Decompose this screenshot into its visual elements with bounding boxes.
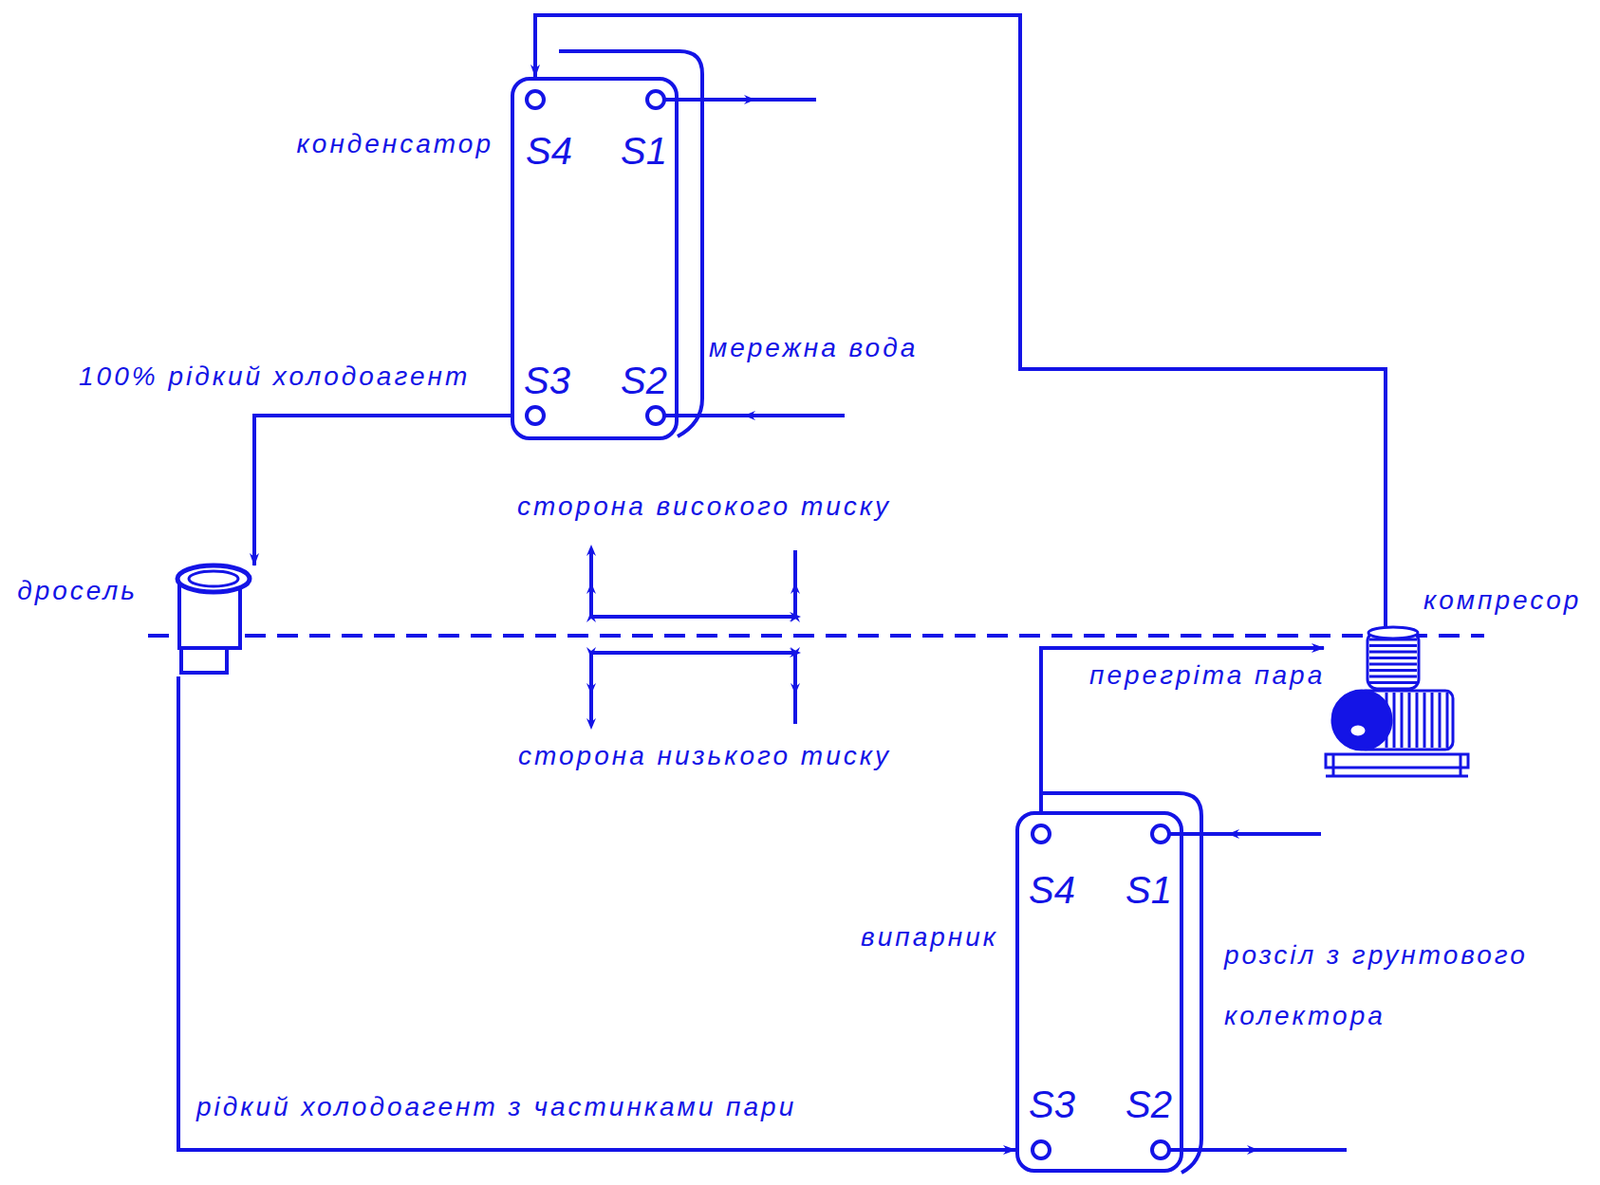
throttle-cap bbox=[188, 571, 239, 587]
port-label: S1 bbox=[1125, 867, 1173, 913]
motor-shaft bbox=[1349, 724, 1367, 738]
port bbox=[1032, 1141, 1050, 1159]
refrigerant-line bbox=[254, 415, 511, 566]
throttle-symbol: дросель bbox=[173, 558, 255, 677]
head-fin bbox=[1369, 644, 1417, 648]
compressor-feet bbox=[1325, 754, 1469, 777]
brine-inlet bbox=[1169, 832, 1321, 837]
throttle-base bbox=[181, 648, 227, 673]
port-label: S4 bbox=[525, 128, 573, 174]
flow-label: 100% рідкий холодоагент bbox=[75, 360, 473, 393]
compressor-drawing bbox=[1323, 626, 1471, 783]
port-label: S4 bbox=[1028, 867, 1076, 913]
component-name: дросель bbox=[17, 575, 138, 608]
port bbox=[647, 407, 665, 425]
head-fin bbox=[1369, 681, 1417, 685]
heat-exchanger-box: випарникS4S1S3S2 bbox=[1015, 811, 1184, 1173]
brine-outlet bbox=[1169, 1148, 1347, 1153]
compressor-symbol: компресор bbox=[1323, 626, 1471, 783]
plate-outline bbox=[558, 51, 703, 437]
head-cap bbox=[1368, 627, 1418, 639]
pressure-bracket bbox=[591, 652, 796, 725]
pressure-bracket bbox=[591, 550, 796, 617]
port-label: S1 bbox=[620, 128, 668, 174]
motor-fin bbox=[1393, 692, 1396, 748]
motor-fin bbox=[1415, 692, 1419, 748]
head-fin bbox=[1369, 651, 1417, 654]
annotation-label: сторона високого тиску bbox=[517, 490, 892, 523]
motor-face bbox=[1332, 690, 1392, 750]
port-label: S2 bbox=[620, 357, 668, 404]
compressor-base bbox=[1325, 754, 1469, 768]
component-name: випарник bbox=[860, 921, 999, 954]
head-fin bbox=[1369, 663, 1417, 667]
port-label: S3 bbox=[523, 357, 571, 404]
port bbox=[1152, 1141, 1170, 1159]
pressure-divider bbox=[148, 633, 1485, 638]
flow-label: перегріта пара bbox=[1086, 659, 1328, 692]
head-fin bbox=[1369, 669, 1417, 672]
refrigerant-line bbox=[535, 15, 1386, 627]
port bbox=[1152, 825, 1170, 843]
water-outlet bbox=[664, 97, 817, 102]
motor-fin bbox=[1446, 692, 1450, 748]
annotation-label: розсіл з грунтового колектора bbox=[1224, 925, 1576, 1048]
port-label: S2 bbox=[1125, 1081, 1173, 1128]
port bbox=[647, 91, 665, 109]
motor-fin bbox=[1400, 692, 1404, 748]
flow-label: рідкий холодоагент з частинками пари bbox=[193, 1091, 800, 1124]
annotation-label: сторона низького тиску bbox=[518, 740, 892, 773]
head-fin bbox=[1369, 656, 1417, 660]
water-inlet bbox=[664, 413, 845, 418]
refrigerant-line bbox=[178, 676, 1016, 1151]
annotation-label: мережна вода bbox=[708, 332, 918, 365]
throttle-cap bbox=[177, 565, 250, 593]
throttle-drawing bbox=[173, 558, 255, 677]
head-fin bbox=[1369, 675, 1417, 679]
port bbox=[1032, 825, 1050, 843]
port bbox=[526, 91, 544, 109]
motor-fin bbox=[1438, 692, 1442, 748]
motor-fin bbox=[1423, 692, 1427, 748]
heat-exchanger-box: конденсаторS4S1S3S2 bbox=[510, 76, 679, 441]
component-name: конденсатор bbox=[297, 128, 494, 161]
motor-fin bbox=[1408, 692, 1412, 748]
port-label: S3 bbox=[1028, 1081, 1076, 1128]
motor-fin bbox=[1431, 692, 1434, 748]
compressor-head bbox=[1367, 632, 1419, 689]
port bbox=[526, 407, 544, 425]
component-name: компресор bbox=[1423, 584, 1582, 617]
